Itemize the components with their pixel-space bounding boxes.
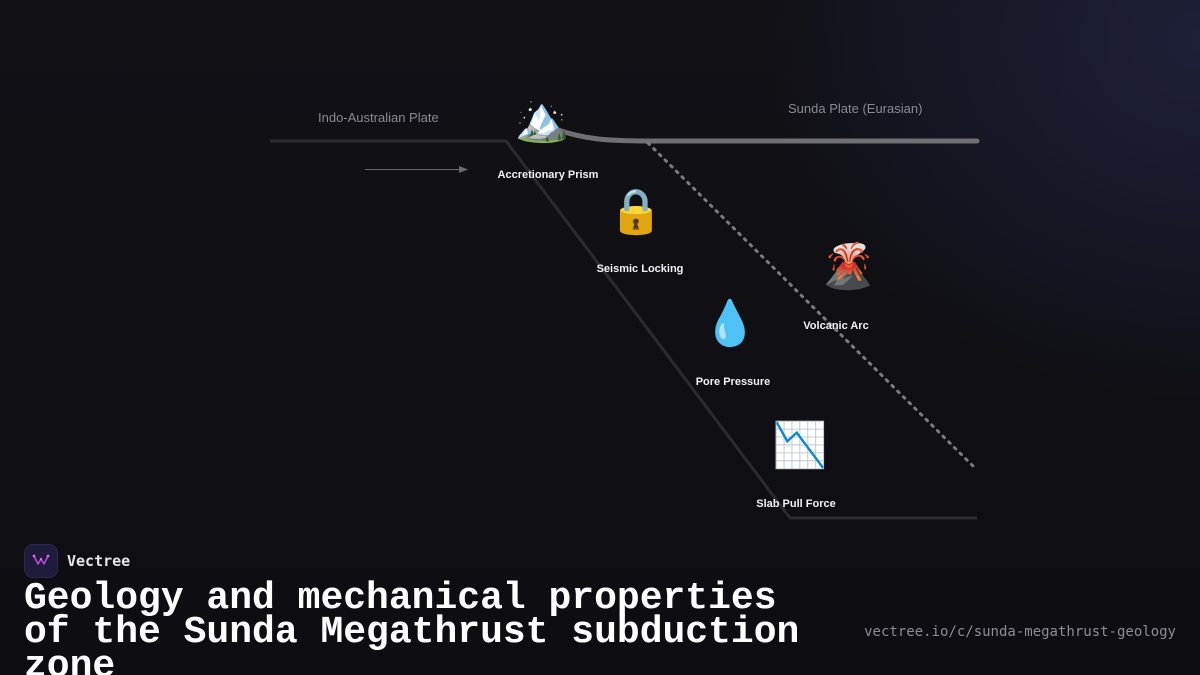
indo-australian-plate-label: Indo-Australian Plate <box>318 110 439 125</box>
volcano-icon: 🌋 <box>820 241 876 292</box>
source-url: vectree.io/c/sunda-megathrust-geology <box>864 624 1176 640</box>
brand-name: Vectree <box>67 552 131 570</box>
seismic-locking-label: Seismic Locking <box>596 263 684 275</box>
pore-pressure-label: Pore Pressure <box>695 376 771 388</box>
vectree-logo-icon <box>24 544 58 578</box>
subducting-slab-line <box>270 139 977 520</box>
megathrust-interface-line <box>646 141 979 472</box>
brand: Vectree <box>24 544 130 578</box>
accretionary-prism-label: Accretionary Prism <box>497 169 599 181</box>
mountain-icon: 🏔️ <box>514 94 570 145</box>
overriding-plate-line <box>542 122 980 144</box>
volcanic-arc-label: Volcanic Arc <box>803 320 869 332</box>
lock-icon: 🔒 <box>608 186 664 237</box>
sunda-plate-label: Sunda Plate (Eurasian) <box>788 101 923 116</box>
plate-motion-arrow-icon <box>365 166 468 173</box>
droplet-icon: 💧 <box>702 298 758 349</box>
page-title: Geology and mechanical properties of the… <box>24 577 800 675</box>
chart-decreasing-icon: 📉 <box>772 420 828 471</box>
slab-pull-force-label: Slab Pull Force <box>756 498 836 510</box>
